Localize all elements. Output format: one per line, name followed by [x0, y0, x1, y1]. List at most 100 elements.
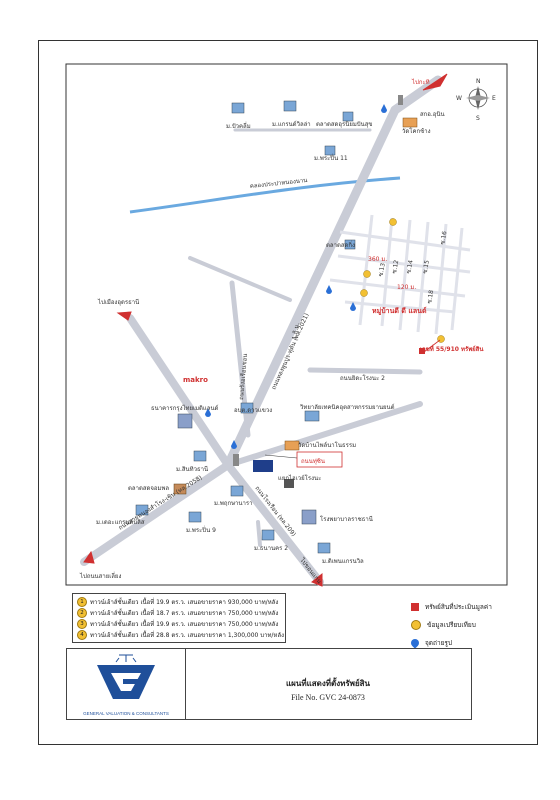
key-comparable: ข้อมูลเปรียบเทียบ	[411, 620, 476, 630]
compass-rose: N S E W	[456, 78, 496, 122]
road-small	[256, 520, 262, 547]
label-soi-6: ซ.18	[426, 289, 435, 304]
label-p19: แยกไฮเวย์โรงนะ	[278, 474, 321, 482]
compass-w: W	[456, 95, 462, 102]
college-icon	[304, 410, 320, 422]
photo-points	[205, 104, 387, 449]
label-p8: หมู่บ้านดี ดี แลนด์	[372, 306, 427, 316]
file-number: File No. GVC 24-0873	[291, 693, 365, 702]
comparable-2	[363, 270, 371, 278]
traffic-light-icon	[233, 454, 239, 466]
road-sw	[80, 461, 232, 566]
market-icon	[342, 111, 354, 122]
comparable-markers	[360, 218, 445, 343]
sign-icon	[253, 460, 273, 472]
red-square-icon	[411, 603, 419, 611]
arrow-ne	[422, 73, 448, 91]
label-makro: makro	[183, 376, 208, 384]
compass-e: E	[492, 95, 496, 102]
label-p21: ม.พระปิ่น 9	[186, 526, 216, 534]
company-logo: GENERAL VALUATION & CONSULTANTS	[67, 649, 186, 719]
house-icon	[324, 145, 336, 156]
map-title: แผนที่แสดงที่ตั้งทรัพย์สิน	[286, 679, 370, 688]
label-p17: ตลาดสดจอมพล	[128, 485, 169, 492]
legend-row-3: 3 ทาวน์เฮ้าส์ชั้นเดียว เนื้อที่ 19.9 ตร.…	[77, 618, 278, 629]
label-p22: โรงพยาบาลราชธานี	[320, 515, 373, 523]
comparable-3	[360, 289, 368, 297]
label-dist2: 120 ม.	[397, 284, 416, 291]
hospital-icon	[301, 509, 317, 525]
label-p20: ม.เดอะแกรนด์บลิส	[96, 518, 145, 526]
house-icon	[135, 504, 149, 516]
compass-s: S	[476, 115, 480, 122]
comparable-1	[389, 218, 397, 226]
photo-point	[326, 285, 332, 294]
label-p14: วิทยาลัยเทคนิคอุตสาหกรรมยานยนต์	[299, 403, 394, 411]
photo-point	[231, 440, 237, 449]
road-west-1	[188, 256, 292, 302]
label-soi-4: ซ.15	[422, 259, 431, 274]
house-icon	[261, 529, 275, 541]
legend-num-3: 3	[77, 618, 87, 629]
legend-text-2: ทาวน์เฮ้าส์ชั้นเดียว เนื้อที่ 18.7 ตร.ว.…	[90, 609, 279, 617]
legend-row-2: 2 ทาวน์เฮ้าส์ชั้นเดียว เนื้อที่ 18.7 ตร.…	[77, 607, 278, 618]
label-road-2: ถนนยิดะโรงนะ 2	[340, 374, 385, 382]
label-road-small: 1 กิ.ม.	[291, 322, 301, 340]
yellow-circle-icon	[411, 620, 421, 630]
road-mitr	[307, 367, 423, 375]
main-road	[223, 105, 400, 470]
photo-point	[205, 408, 211, 417]
legend-text-4: ทาวน์เฮ้าส์ชั้นเดียว เนื้อที่ 28.8 ตร.ว.…	[90, 631, 284, 639]
label-p5: วัดโคกช้าง	[402, 127, 431, 135]
market-icon	[173, 483, 187, 495]
house-icon	[230, 485, 244, 497]
photo-point	[350, 302, 356, 311]
label-dir-udon: ไปเมืองอุดรธานี	[97, 298, 139, 306]
label-p13: อบต.ดาวแขวง	[234, 407, 272, 414]
road-se	[224, 461, 324, 586]
label-dir-sw: ไปถนนสายเลี่ยง	[79, 572, 121, 580]
key-photo-label: จุดถ่ายรูป	[425, 639, 453, 647]
house-icon	[188, 511, 202, 523]
landmark-icons	[135, 95, 418, 554]
temple-icon	[284, 440, 300, 451]
company-name: GENERAL VALUATION & CONSULTANTS	[83, 711, 169, 716]
compass-n: N	[476, 78, 481, 85]
label-p1: ม.ปัวคลี่ม	[226, 122, 251, 130]
legend-text-1: ทาวน์เฮ้าส์ชั้นเดียว เนื้อที่ 19.9 ตร.ว.…	[90, 598, 279, 606]
legend-num-4: 4	[77, 629, 87, 640]
direction-arrows	[83, 73, 448, 587]
label-p2: ม.แกรนด์วิลล่า	[272, 120, 311, 128]
title-block: GENERAL VALUATION & CONSULTANTS แผนที่แส…	[66, 648, 472, 720]
label-dir-ne: ไปกะทิ	[411, 78, 430, 86]
label-p9: เลขที่ 55/910 ทรัพย์สิน	[420, 344, 484, 353]
house-icon	[283, 100, 297, 112]
legend-row-1: 1 ทาวน์เฮ้าส์ชั้นเดียว เนื้อที่ 19.9 ตร.…	[77, 596, 278, 607]
label-dir-se: ไปขอนแก่น	[298, 556, 324, 586]
label-dist1: 360 ม.	[368, 256, 387, 263]
label-p24: ม.ดิเพนแกรนวิล	[322, 558, 364, 565]
key-photo: จุดถ่ายรูป	[409, 637, 453, 649]
key-subject: ทรัพย์สินที่ประเมินมูลค่า	[411, 602, 492, 612]
label-p12: ธนาคารกรุงไทยเมดิแลนด์	[151, 404, 219, 412]
traffic-light-icon	[398, 95, 403, 105]
label-soi-1: ซ.13	[377, 262, 386, 277]
label-soi-3: ซ.14	[405, 259, 414, 274]
road-e	[225, 401, 423, 468]
key-subject-label: ทรัพย์สินที่ประเมินมูลค่า	[425, 603, 492, 611]
label-p16: ม.สินทิวธานี	[176, 465, 208, 473]
label-p15: วัดบ้านไพล์นาโนธรรม	[298, 441, 356, 449]
house-icon	[193, 450, 207, 462]
logo-icon	[97, 654, 155, 699]
road-nw	[126, 314, 232, 469]
map-frame	[38, 40, 538, 745]
label-subject-tag: ถนนทุ่ซิน	[301, 458, 325, 465]
house-icon	[317, 542, 331, 554]
key-comparable-label: ข้อมูลเปรียบเทียบ	[427, 621, 476, 629]
label-p3: ตลาดสดอุรนิยมปันสุข	[316, 121, 372, 128]
subject-square	[419, 348, 425, 354]
office-icon	[284, 479, 294, 488]
label-p4: สกอ.อุนิน	[420, 111, 445, 118]
subject-marker	[419, 339, 441, 354]
